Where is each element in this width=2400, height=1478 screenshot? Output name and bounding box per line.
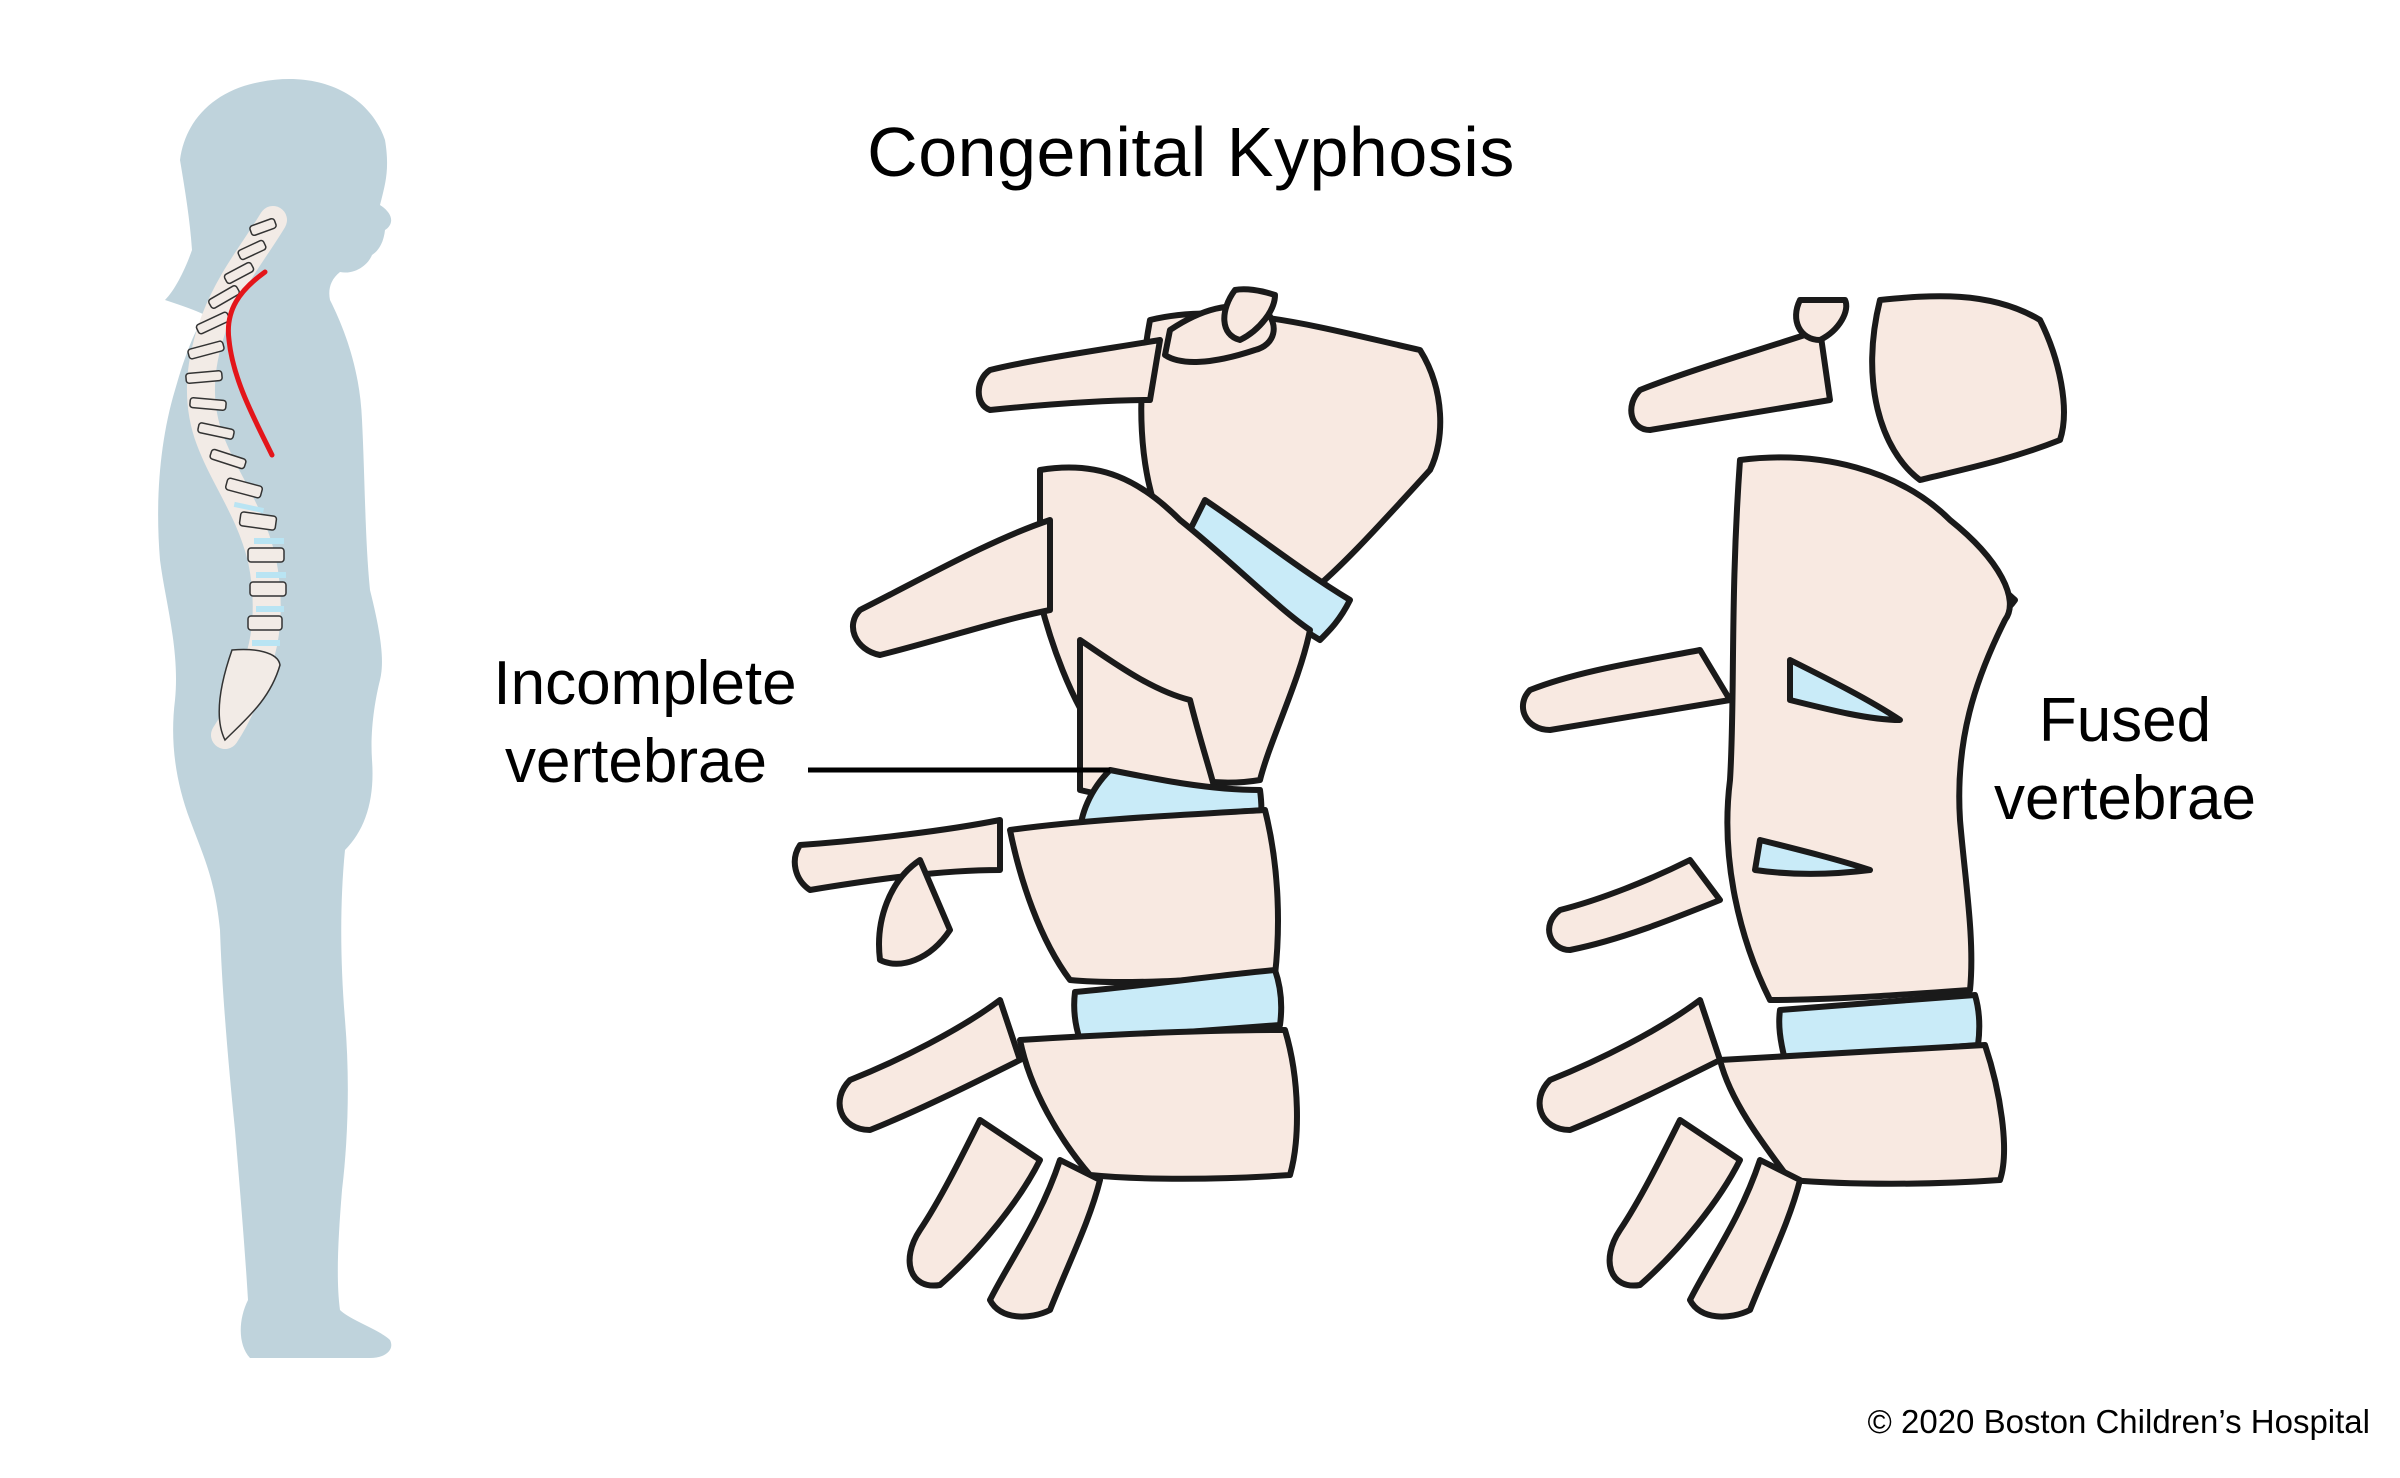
fused-label-line2: vertebrae [1994, 764, 2256, 833]
incomplete-label-line1: Incomplete [493, 649, 797, 718]
mini-spine [185, 206, 287, 749]
kyphosis-curve-line [225, 269, 275, 458]
diagram-title: Congenital Kyphosis [867, 113, 1515, 191]
incomplete-label-line2: vertebrae [505, 727, 767, 796]
copyright-notice: © 2020 Boston Children’s Hospital [1867, 1403, 2371, 1440]
incomplete-vertebrae-label: Incomplete vertebrae [460, 645, 830, 801]
fused-vertebrae-spine [1519, 293, 2067, 1320]
fused-vertebrae-label: Fused vertebrae [1965, 682, 2285, 838]
girl-silhouette [158, 79, 392, 1359]
incomplete-vertebrae-spine [791, 286, 1444, 1320]
fused-label-line1: Fused [2038, 686, 2212, 755]
